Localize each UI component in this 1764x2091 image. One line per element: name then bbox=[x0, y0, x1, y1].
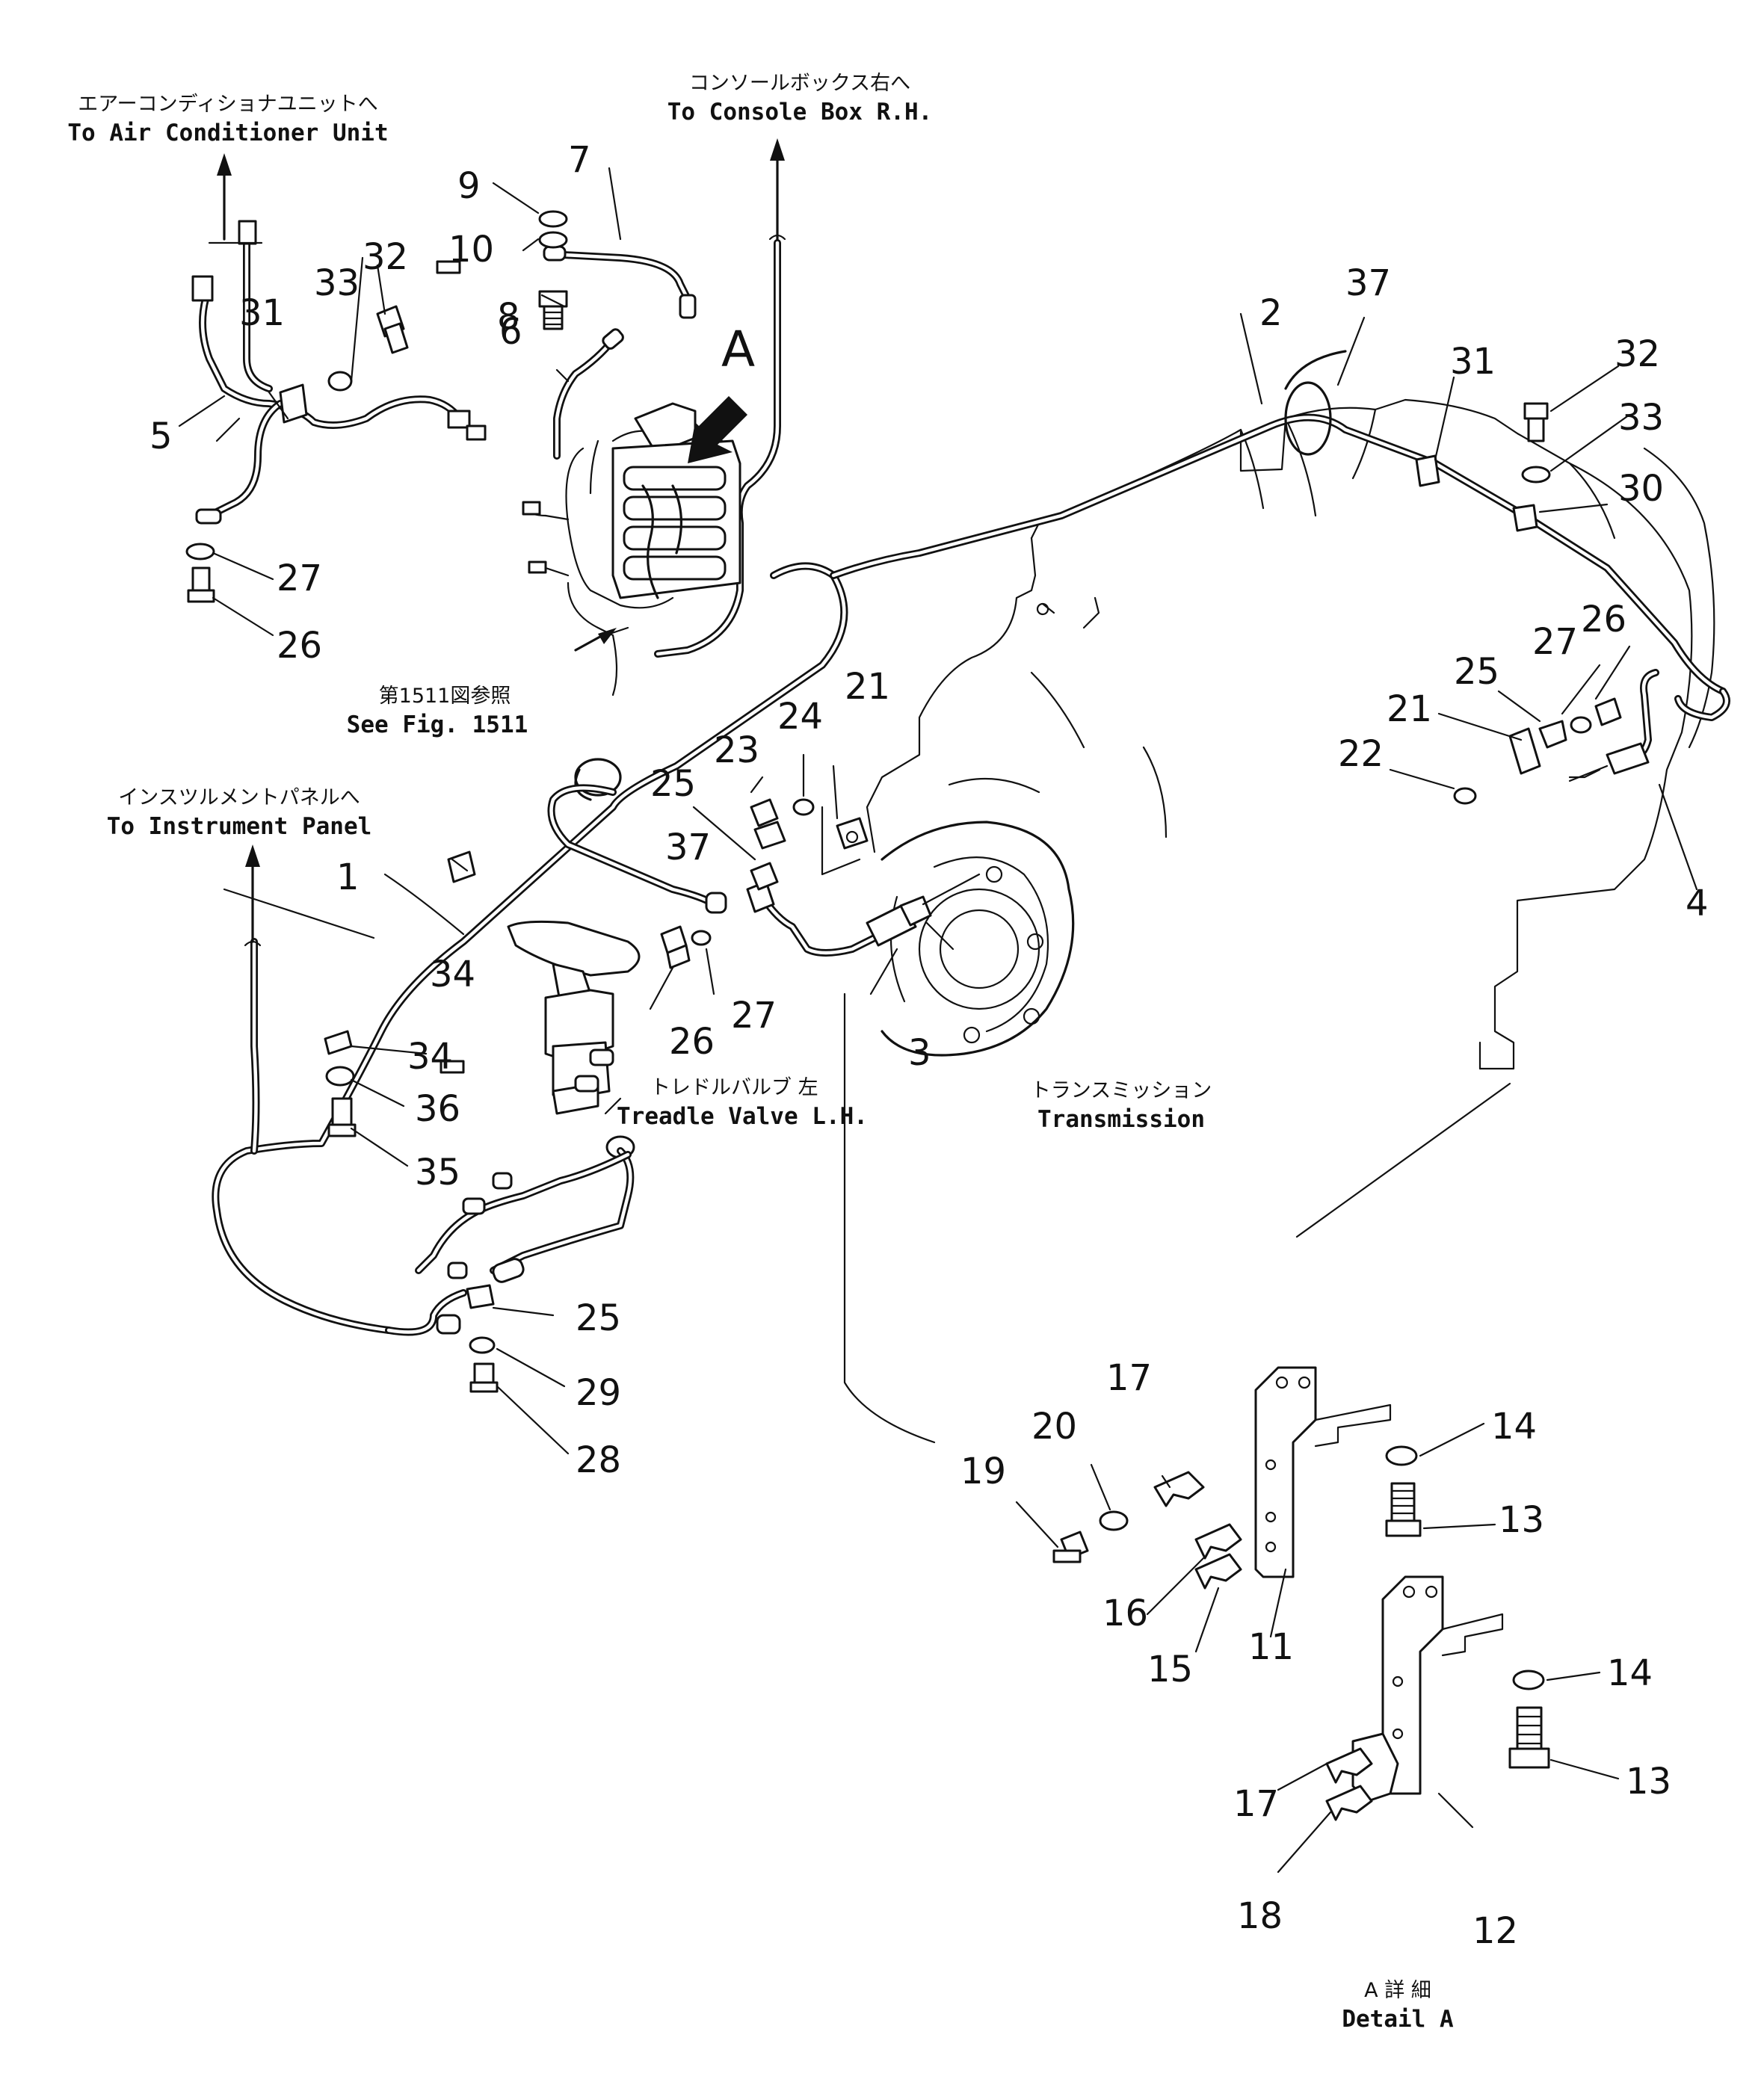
part-number-33b: 33 bbox=[1618, 397, 1664, 439]
part-number-20: 20 bbox=[1031, 1406, 1077, 1448]
cables-6-7 bbox=[543, 245, 697, 460]
clip-37-lower bbox=[547, 758, 727, 914]
part-number-28: 28 bbox=[576, 1439, 621, 1481]
detail-a-label-en: Detail A bbox=[1342, 2006, 1454, 2033]
part-number-27b: 27 bbox=[731, 995, 777, 1037]
arrow-up-icon bbox=[217, 153, 232, 176]
part-number-4: 4 bbox=[1686, 883, 1709, 924]
part-number-32b: 32 bbox=[1615, 333, 1660, 375]
part-number-25c: 25 bbox=[576, 1297, 621, 1339]
transmission-housing-outline bbox=[843, 398, 1715, 1444]
instrument-panel-label-jp: インスツルメントパネルへ bbox=[118, 786, 360, 809]
part-number-23: 23 bbox=[714, 729, 759, 771]
part-number-26c: 26 bbox=[1581, 599, 1626, 640]
part-number-33: 33 bbox=[314, 262, 360, 304]
part-number-11: 11 bbox=[1248, 1626, 1294, 1668]
part-number-3: 3 bbox=[908, 1032, 931, 1074]
hardware-lower-left bbox=[324, 260, 499, 1393]
air-conditioner-label-jp: エアーコンディショナユニットへ bbox=[78, 93, 378, 116]
console-box-label-en: To Console Box R.H. bbox=[667, 99, 933, 126]
part-number-21b: 21 bbox=[1387, 688, 1432, 730]
part-number-17b: 17 bbox=[1233, 1783, 1279, 1825]
part-number-37: 37 bbox=[1345, 262, 1391, 304]
view-marker-a: A bbox=[721, 321, 755, 378]
part-number-27c: 27 bbox=[1532, 621, 1578, 663]
view-arrow-icon bbox=[688, 396, 747, 463]
part-number-31: 31 bbox=[239, 292, 285, 334]
detail-a-brackets bbox=[1052, 1366, 1550, 1821]
part-number-15: 15 bbox=[1147, 1649, 1193, 1690]
part-number-31b: 31 bbox=[1450, 341, 1496, 383]
part-number-21: 21 bbox=[845, 666, 890, 708]
part-number-12: 12 bbox=[1472, 1910, 1518, 1952]
part-numbers: 1 2 3 4 5 6 7 8 9 10 11 12 13 14 14 13 1… bbox=[149, 139, 1709, 1952]
part-number-16: 16 bbox=[1102, 1593, 1148, 1634]
transmission-label-jp: トランスミッション bbox=[1031, 1079, 1212, 1102]
part-number-14b: 14 bbox=[1607, 1652, 1653, 1694]
see-fig-label-jp: 第1511図参照 bbox=[379, 685, 511, 708]
treadle-valve-label-jp: トレドルバルブ 左 bbox=[650, 1076, 818, 1099]
air-conditioner-label-en: To Air Conditioner Unit bbox=[67, 120, 388, 146]
harness-2-clips bbox=[1284, 350, 1551, 532]
sensor-3-group bbox=[660, 798, 981, 969]
detail-a-label-jp: A 詳 細 bbox=[1364, 1979, 1431, 2002]
part-number-25b: 25 bbox=[1454, 651, 1499, 693]
part-number-13b: 13 bbox=[1626, 1761, 1671, 1803]
part-number-5: 5 bbox=[149, 416, 173, 457]
hardware-left-top bbox=[185, 210, 568, 603]
part-number-14: 14 bbox=[1491, 1406, 1537, 1448]
part-number-34: 34 bbox=[430, 954, 475, 995]
part-number-24: 24 bbox=[777, 696, 823, 738]
part-number-30: 30 bbox=[1618, 468, 1664, 510]
part-number-9: 9 bbox=[457, 165, 481, 207]
part-number-19: 19 bbox=[960, 1451, 1006, 1492]
part-number-26: 26 bbox=[277, 625, 322, 667]
part-number-2: 2 bbox=[1259, 292, 1283, 334]
part-number-26b: 26 bbox=[669, 1021, 715, 1063]
console-box-label-jp: コンソールボックス右へ bbox=[689, 72, 910, 95]
part-number-7: 7 bbox=[568, 139, 591, 181]
part-number-22: 22 bbox=[1338, 733, 1384, 775]
part-number-6: 6 bbox=[499, 311, 522, 353]
part-number-27: 27 bbox=[277, 558, 322, 599]
treadle-valve-label-en: Treadle Valve L.H. bbox=[617, 1103, 868, 1130]
arrow-up-icon bbox=[245, 844, 260, 867]
part-number-36: 36 bbox=[415, 1088, 460, 1130]
part-number-32: 32 bbox=[363, 236, 408, 278]
part-number-35: 35 bbox=[415, 1152, 460, 1193]
part-number-1: 1 bbox=[336, 856, 360, 898]
sensor-4-group bbox=[1453, 697, 1650, 805]
see-fig-label-en: See Fig. 1511 bbox=[347, 711, 528, 738]
part-number-29: 29 bbox=[576, 1372, 621, 1414]
part-number-10: 10 bbox=[448, 229, 494, 271]
transmission-label-en: Transmission bbox=[1037, 1106, 1205, 1133]
part-number-18: 18 bbox=[1237, 1895, 1283, 1937]
part-number-25: 25 bbox=[650, 763, 696, 805]
leader-lines bbox=[178, 167, 1698, 1874]
part-number-13: 13 bbox=[1499, 1499, 1544, 1541]
treadle-valve bbox=[415, 920, 641, 1335]
part-number-8: 8 bbox=[497, 296, 520, 338]
harness-2 bbox=[830, 413, 1730, 762]
text-callouts: エアーコンディショナユニットへ To Air Conditioner Unit … bbox=[67, 72, 1454, 2033]
direction-arrows bbox=[208, 138, 786, 947]
part-number-34b: 34 bbox=[407, 1036, 453, 1078]
switch-assembly bbox=[522, 396, 747, 697]
arrow-up-icon bbox=[770, 138, 785, 161]
arrow-icon bbox=[598, 628, 617, 644]
instrument-panel-label-en: To Instrument Panel bbox=[107, 813, 372, 840]
part-number-37b: 37 bbox=[665, 827, 711, 868]
part-number-17: 17 bbox=[1106, 1357, 1152, 1399]
